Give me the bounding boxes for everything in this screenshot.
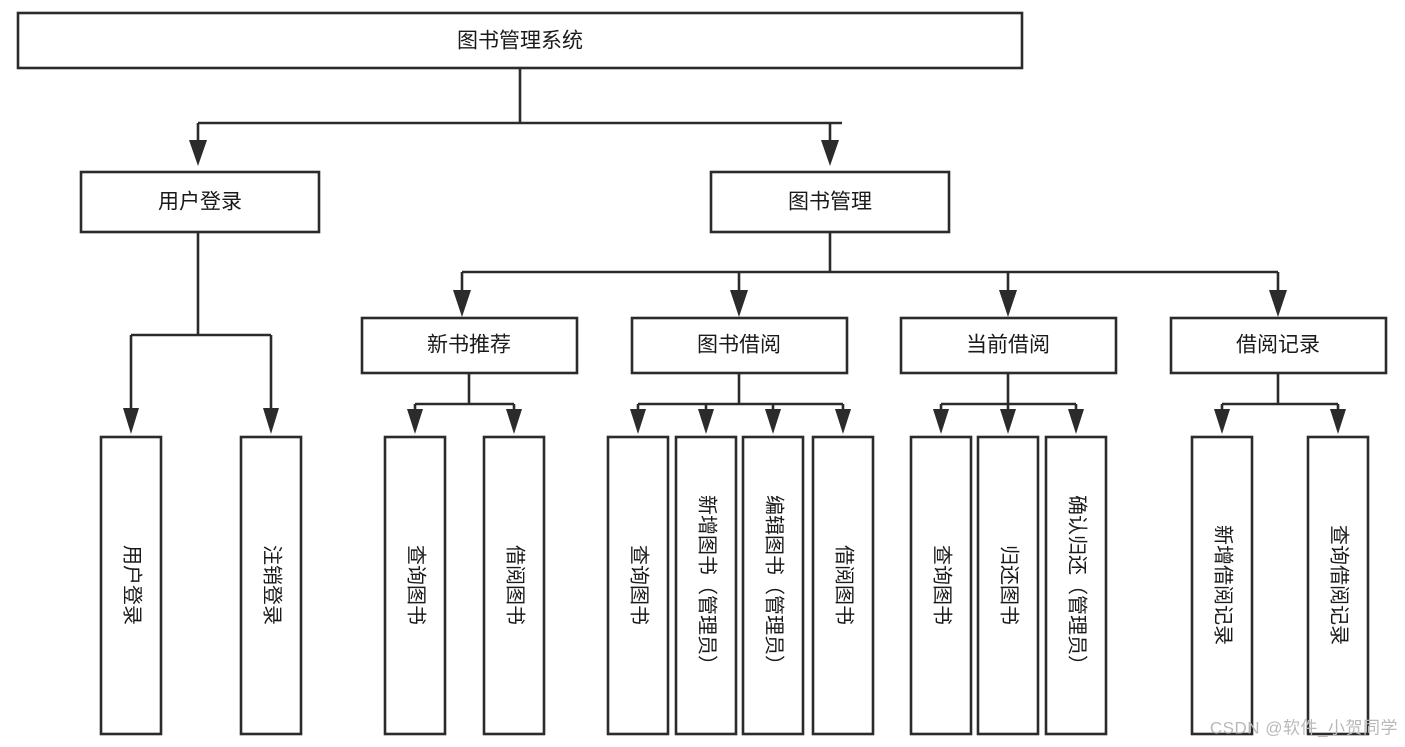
node-leaf-add-record-box[interactable] [1190, 435, 1254, 736]
arrow-head-bm-to-new-book-rec [453, 290, 471, 317]
node-leaf-confirm-return[interactable]: 确认归还（管理员） [1044, 435, 1108, 736]
connector-group-current-borrow [933, 373, 1084, 434]
node-leaf-logout[interactable]: 注销登录 [239, 435, 303, 736]
node-leaf-add-record[interactable]: 新增借阅记录 [1190, 435, 1254, 736]
connector-group-book-manage [453, 232, 1287, 317]
node-root-box[interactable] [16, 11, 1024, 70]
node-current-borrow-label: 当前借阅 [966, 334, 1050, 357]
node-leaf-query-book-3-box[interactable] [909, 435, 973, 736]
node-borrow-record[interactable]: 借阅记录 [1169, 316, 1388, 375]
node-leaf-add-book-box[interactable] [674, 435, 738, 736]
arrow-head-root-to-book-manage [821, 140, 839, 166]
arrow-head-cb-leaf-3 [1068, 409, 1084, 434]
node-leaf-edit-book[interactable]: 编辑图书（管理员） [741, 435, 805, 736]
node-current-borrow-box[interactable] [899, 316, 1118, 375]
node-new-book-rec-label: 新书推荐 [427, 334, 511, 357]
node-book-borrow-box[interactable] [630, 316, 849, 375]
arrow-head-br-leaf-2 [1330, 409, 1346, 434]
arrow-head-bb-leaf-4 [835, 409, 851, 434]
node-book-manage-label: 图书管理 [788, 191, 872, 214]
node-user-login-box[interactable] [79, 170, 321, 234]
connector-group-borrow-record [1214, 373, 1346, 434]
node-leaf-borrow-book-1-box[interactable] [482, 435, 546, 736]
arrow-head-nbr-leaf-2 [506, 409, 522, 434]
node-leaf-borrow-book-2[interactable]: 借阅图书 [811, 435, 875, 736]
node-leaf-confirm-return-label: 确认归还（管理员） [1066, 495, 1089, 675]
arrow-head-user-login-leaf-2 [263, 408, 279, 434]
node-leaf-add-book[interactable]: 新增图书（管理员） [674, 435, 738, 736]
node-leaf-edit-book-label: 编辑图书（管理员） [763, 495, 786, 675]
node-leaf-query-book-2-box[interactable] [606, 435, 670, 736]
arrow-head-nbr-leaf-1 [407, 409, 423, 434]
connector-group-book-borrow [630, 373, 851, 434]
node-leaf-add-record-label: 新增借阅记录 [1212, 525, 1235, 645]
node-book-manage-box[interactable] [709, 170, 951, 234]
node-new-book-rec[interactable]: 新书推荐 [360, 316, 579, 375]
node-leaf-query-book-2[interactable]: 查询图书 [606, 435, 670, 736]
node-leaf-query-book-1[interactable]: 查询图书 [383, 435, 447, 736]
node-leaf-borrow-book-1[interactable]: 借阅图书 [482, 435, 546, 736]
node-leaf-query-record-box[interactable] [1306, 435, 1370, 736]
arrow-head-bb-leaf-1 [630, 409, 646, 434]
node-book-borrow[interactable]: 图书借阅 [630, 316, 849, 375]
node-user-login[interactable]: 用户登录 [79, 170, 321, 234]
node-book-borrow-label: 图书借阅 [697, 334, 781, 357]
node-new-book-rec-box[interactable] [360, 316, 579, 375]
node-leaf-borrow-book-2-label: 借阅图书 [833, 545, 856, 625]
arrow-head-root-to-user-login [189, 140, 207, 166]
node-root-label: 图书管理系统 [457, 30, 583, 53]
arrow-head-bm-to-book-borrow [730, 290, 748, 317]
node-leaf-user-login-label: 用户登录 [121, 545, 144, 625]
node-leaf-query-record-label: 查询借阅记录 [1328, 525, 1351, 645]
arrow-head-bb-leaf-2 [698, 409, 714, 434]
node-leaf-query-book-3[interactable]: 查询图书 [909, 435, 973, 736]
node-leaf-logout-label: 注销登录 [261, 545, 284, 625]
node-leaf-return-book[interactable]: 归还图书 [976, 435, 1040, 736]
arrow-head-bm-to-borrow-record [1269, 290, 1287, 317]
node-leaf-borrow-book-2-box[interactable] [811, 435, 875, 736]
node-leaf-borrow-book-1-label: 借阅图书 [504, 545, 527, 625]
arrow-head-user-login-leaf-1 [123, 408, 139, 434]
node-borrow-record-label: 借阅记录 [1236, 334, 1320, 357]
node-leaf-confirm-return-box[interactable] [1044, 435, 1108, 736]
node-leaf-return-book-box[interactable] [976, 435, 1040, 736]
node-leaf-edit-book-box[interactable] [741, 435, 805, 736]
arrow-head-bb-leaf-3 [765, 409, 781, 434]
watermark-label: CSDN @软件_小贺同学 [1210, 718, 1398, 737]
node-leaf-query-book-3-label: 查询图书 [931, 545, 954, 625]
connector-group-root [189, 68, 842, 166]
arrow-head-cb-leaf-1 [933, 409, 949, 434]
node-leaf-query-book-1-box[interactable] [383, 435, 447, 736]
node-borrow-record-box[interactable] [1169, 316, 1388, 375]
node-leaf-user-login[interactable]: 用户登录 [99, 435, 163, 736]
node-leaf-logout-box[interactable] [239, 435, 303, 736]
node-root[interactable]: 图书管理系统 [16, 11, 1024, 70]
connector-group-new-book-rec [407, 373, 522, 434]
node-leaf-query-book-1-label: 查询图书 [405, 545, 428, 625]
node-current-borrow[interactable]: 当前借阅 [899, 316, 1118, 375]
node-leaf-query-record[interactable]: 查询借阅记录 [1306, 435, 1370, 736]
arrow-head-bm-to-current-borrow [999, 290, 1017, 317]
arrow-head-cb-leaf-2 [1000, 409, 1016, 434]
node-leaf-return-book-label: 归还图书 [998, 545, 1021, 625]
node-leaf-add-book-label: 新增图书（管理员） [696, 495, 719, 675]
node-leaf-query-book-2-label: 查询图书 [628, 545, 651, 625]
node-book-manage[interactable]: 图书管理 [709, 170, 951, 234]
node-user-login-label: 用户登录 [158, 191, 242, 214]
connector-group-user-login [123, 232, 279, 434]
arrow-head-br-leaf-1 [1214, 409, 1230, 434]
node-leaf-user-login-box[interactable] [99, 435, 163, 736]
